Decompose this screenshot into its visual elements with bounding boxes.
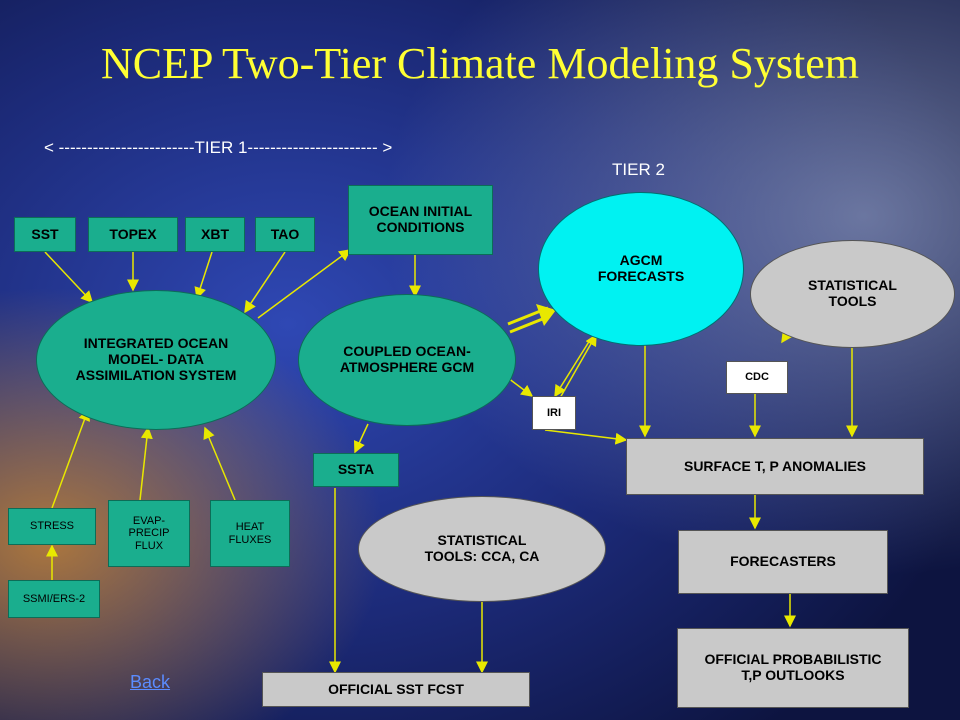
arrow-evap-to-integrated — [139, 426, 153, 501]
node-sst: SST — [14, 217, 76, 252]
arrow-sst-to-integrated — [44, 251, 94, 304]
node-integrated-ocean-model: INTEGRATED OCEAN MODEL- DATA ASSIMILATIO… — [36, 290, 276, 430]
arrow-coupled-to-ssta — [353, 423, 369, 454]
node-heat-fluxes: HEAT FLUXES — [210, 500, 290, 567]
node-agcm-forecasts: AGCM FORECASTS — [538, 192, 744, 346]
double-arrow-coupled-to-agcm — [507, 304, 556, 334]
arrow-heat-to-integrated — [203, 426, 236, 501]
node-official-probabilistic-outlooks: OFFICIAL PROBABILISTIC T,P OUTLOOKS — [677, 628, 909, 708]
arrow-coupled-to-iri — [507, 377, 534, 397]
arrow-xbt-to-integrated — [194, 251, 213, 300]
node-iri: IRI — [532, 396, 576, 430]
node-tao: TAO — [255, 217, 315, 252]
node-evap-precip-flux: EVAP- PRECIP FLUX — [108, 500, 190, 567]
arrow-tao-to-integrated — [244, 251, 286, 314]
node-ssta: SSTA — [313, 453, 399, 487]
back-link[interactable]: Back — [130, 672, 171, 692]
node-stress: STRESS — [8, 508, 96, 545]
node-coupled-ocean-atmosphere-gcm: COUPLED OCEAN- ATMOSPHERE GCM — [298, 294, 516, 426]
arrow-iri-to-surface — [544, 429, 628, 445]
page-title: NCEP Two-Tier Climate Modeling System — [101, 39, 859, 88]
node-statistical-tools: STATISTICAL TOOLS — [750, 240, 955, 348]
node-surface-anomalies: SURFACE T, P ANOMALIES — [626, 438, 924, 495]
node-cdc: CDC — [726, 361, 788, 394]
arrow-stress-to-integrated — [51, 408, 91, 509]
arrow-iri-to-agcm — [559, 333, 597, 399]
tier1-label: < ------------------------TIER 1--------… — [44, 138, 393, 157]
node-xbt: XBT — [185, 217, 245, 252]
node-official-sst-fcst: OFFICIAL SST FCST — [262, 672, 530, 707]
node-topex: TOPEX — [88, 217, 178, 252]
arrow-agcm-to-iri — [554, 339, 591, 398]
arrow-integrated-to-ocean-initial — [257, 249, 352, 319]
tier2-label: TIER 2 — [612, 160, 665, 179]
node-ssmi-ers2: SSMI/ERS-2 — [8, 580, 100, 618]
node-statistical-tools-cca-ca: STATISTICAL TOOLS: CCA, CA — [358, 496, 606, 602]
node-ocean-initial-conditions: OCEAN INITIAL CONDITIONS — [348, 185, 493, 255]
node-forecasters: FORECASTERS — [678, 530, 888, 594]
